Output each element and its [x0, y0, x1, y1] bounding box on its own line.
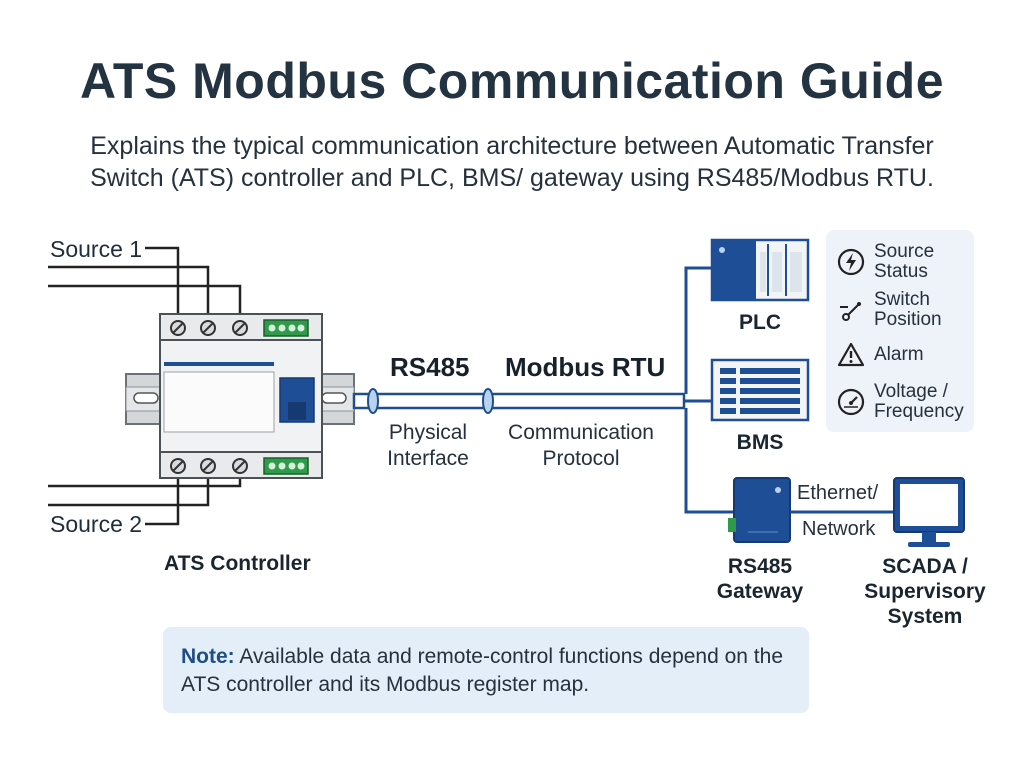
warning-icon — [834, 338, 868, 372]
plc-label: PLC — [739, 311, 781, 334]
data-points-legend: Source Status Switch Position Alarm — [826, 230, 974, 432]
lightning-icon — [834, 245, 868, 279]
legend-line: Source — [874, 241, 935, 262]
legend-line: Status — [874, 261, 928, 282]
note-body: Available data and remote-control functi… — [181, 645, 783, 696]
gateway-label: RS485 Gateway — [712, 554, 808, 604]
physical-interface-caption: Physical Interface — [378, 420, 478, 472]
legend-line: Position — [874, 309, 942, 330]
protocol-caption-line-1: Communication — [508, 421, 654, 444]
communication-cable — [352, 388, 686, 414]
source1-wires — [48, 246, 242, 322]
note-text: Note: Available data and remote-control … — [181, 643, 793, 699]
legend-text-switch-position: Switch Position — [874, 290, 942, 330]
ethernet-label: Ethernet/ — [797, 482, 879, 504]
page-title: ATS Modbus Communication Guide — [79, 53, 945, 109]
bus-lines — [684, 266, 734, 514]
bms-device — [710, 358, 810, 422]
scada-label-line-1: SCADA / — [882, 555, 968, 578]
scada-label-line-3: System — [887, 605, 963, 628]
modbus-rtu-title: Modbus RTU — [505, 352, 666, 382]
legend-line: Switch — [874, 289, 930, 310]
legend-line: Frequency — [874, 401, 964, 422]
source-2-label: Source 2 — [50, 511, 143, 537]
page-subtitle: Explains the typical communication archi… — [40, 130, 984, 194]
subtitle-line-1: Explains the typical communication archi… — [90, 132, 934, 160]
legend-item-source-status: Source Status — [834, 242, 934, 282]
ats-controller-label: ATS Controller — [164, 552, 311, 575]
scada-monitor — [893, 477, 965, 547]
ats-controller-device — [159, 313, 323, 479]
scada-label-line-2: Supervisory — [864, 580, 986, 603]
plc-device — [710, 238, 810, 302]
legend-item-switch-position: Switch Position — [834, 290, 942, 330]
scada-label: SCADA / Supervisory System — [860, 554, 990, 629]
note-label: Note: — [181, 645, 235, 668]
legend-text-alarm: Alarm — [874, 345, 924, 365]
legend-line: Voltage / — [874, 381, 948, 402]
switch-icon — [834, 293, 868, 327]
protocol-caption-line-2: Protocol — [542, 447, 620, 470]
subtitle-line-2: Switch (ATS) controller and PLC, BMS/ ga… — [90, 164, 934, 192]
legend-text-voltage-frequency: Voltage / Frequency — [874, 382, 964, 422]
rs485-title: RS485 — [390, 352, 470, 382]
legend-item-alarm: Alarm — [834, 338, 924, 372]
note-box: Note: Available data and remote-control … — [163, 627, 809, 713]
legend-item-voltage-frequency: Voltage / Frequency — [834, 382, 964, 422]
source-1-label: Source 1 — [50, 236, 143, 262]
legend-text-source-status: Source Status — [874, 242, 934, 282]
gateway-device — [728, 477, 791, 543]
communication-protocol-caption: Communication Protocol — [500, 420, 662, 472]
gateway-label-line-1: RS485 — [727, 555, 793, 578]
physical-caption-line-2: Interface — [387, 447, 469, 470]
gateway-label-line-2: Gateway — [716, 580, 804, 603]
gauge-icon — [834, 385, 868, 419]
bms-label: BMS — [736, 431, 784, 454]
network-label: Network — [802, 518, 876, 540]
legend-line: Alarm — [874, 344, 924, 365]
physical-caption-line-1: Physical — [388, 421, 468, 444]
